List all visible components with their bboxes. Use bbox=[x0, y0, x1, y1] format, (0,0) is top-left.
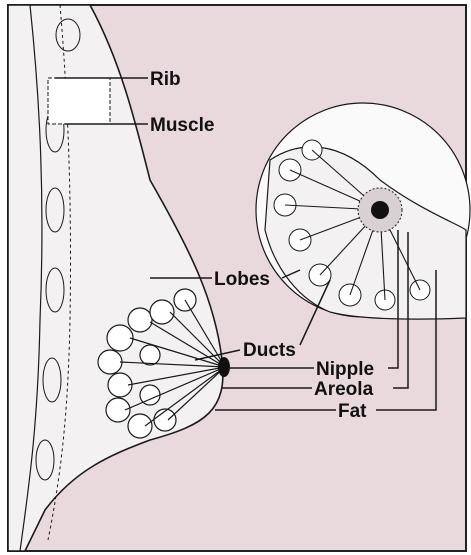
label-fat: Fat bbox=[338, 401, 367, 422]
label-nipple: Nipple bbox=[316, 359, 374, 380]
side-nipple bbox=[218, 357, 230, 377]
rib-muscle-block bbox=[48, 78, 110, 124]
label-muscle: Muscle bbox=[150, 115, 214, 136]
label-areola: Areola bbox=[314, 379, 374, 400]
inset-nipple bbox=[371, 201, 389, 219]
label-ducts: Ducts bbox=[243, 340, 296, 361]
label-rib: Rib bbox=[150, 69, 181, 90]
label-lobes: Lobes bbox=[214, 269, 270, 290]
